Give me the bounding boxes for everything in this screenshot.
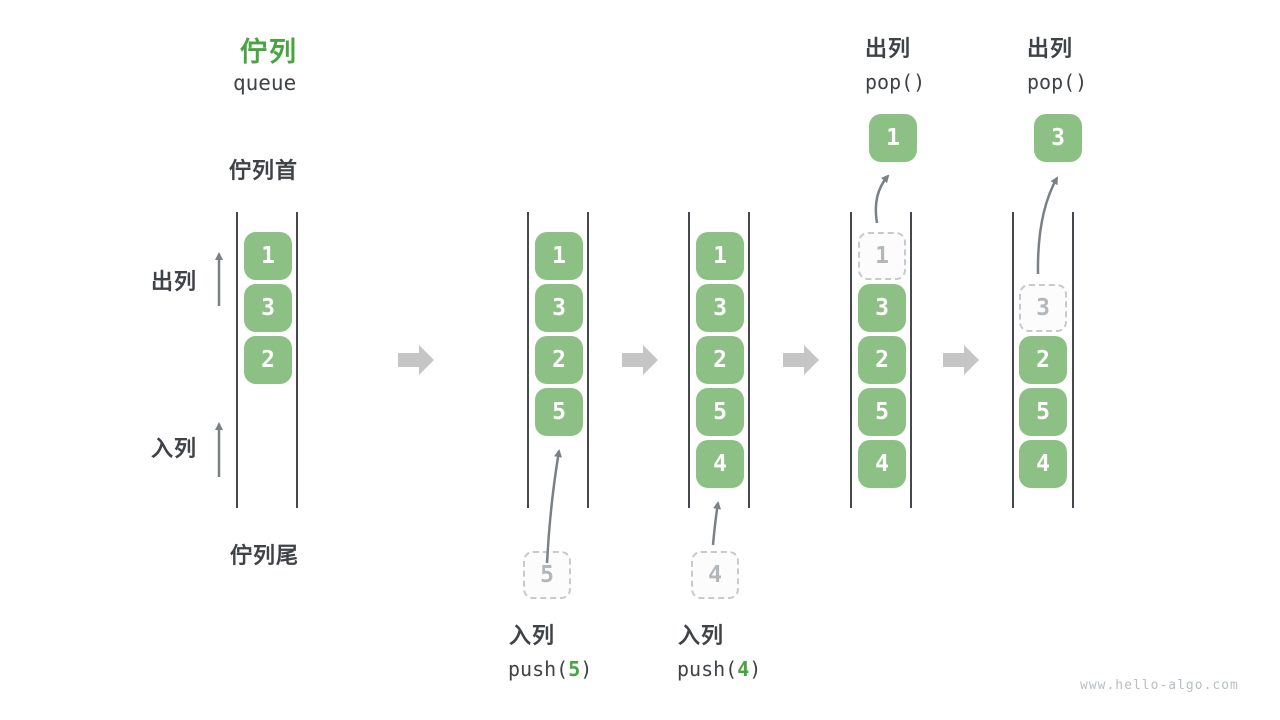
queue-rail <box>910 212 912 508</box>
page-subtitle: queue <box>233 71 297 95</box>
queue-rear-label: 佇列尾 <box>230 544 300 569</box>
dequeue-label: 出列 <box>151 270 198 295</box>
push5-code-after: ) <box>580 657 593 681</box>
staging-cell: 4 <box>691 551 739 599</box>
queue-cell: 3 <box>858 284 906 332</box>
queue-cell: 2 <box>244 336 292 384</box>
queue-cell-dashed: 3 <box>1019 284 1067 332</box>
queue-cell: 4 <box>696 440 744 488</box>
queue-cell: 5 <box>696 388 744 436</box>
pop-3-arrow-icon <box>1036 176 1059 275</box>
queue-rail <box>587 212 589 508</box>
queue-cell: 3 <box>696 284 744 332</box>
pop1-label: 出列 <box>865 37 912 62</box>
queue-rail <box>688 212 690 508</box>
queue-cell: 2 <box>696 336 744 384</box>
queue-cell: 2 <box>858 336 906 384</box>
pop2-code: pop() <box>1027 70 1088 94</box>
push4-code-before: push( <box>677 657 738 681</box>
queue-rail <box>296 212 298 508</box>
watermark: www.hello-algo.com <box>1080 678 1239 693</box>
step-arrow-icon <box>398 345 434 375</box>
queue-cell: 3 <box>244 284 292 332</box>
queue-rail <box>850 212 852 508</box>
pop1-code: pop() <box>865 70 926 94</box>
queue-cell: 4 <box>858 440 906 488</box>
step-arrow-icon <box>622 345 658 375</box>
push4-code-after: ) <box>749 657 762 681</box>
queue-cell: 5 <box>1019 388 1067 436</box>
popped-cell: 1 <box>869 114 917 162</box>
queue-rail <box>748 212 750 508</box>
push5-code: push(5) <box>508 657 592 681</box>
pop2-label: 出列 <box>1027 37 1074 62</box>
push4-label: 入列 <box>678 624 725 649</box>
push5-label: 入列 <box>509 624 556 649</box>
enqueue-label: 入列 <box>151 437 198 462</box>
queue-cell: 2 <box>535 336 583 384</box>
queue-cell: 3 <box>535 284 583 332</box>
queue-rail <box>527 212 529 508</box>
push-4-arrow-icon <box>711 501 722 546</box>
popped-cell: 3 <box>1034 114 1082 162</box>
push5-code-arg: 5 <box>568 657 581 681</box>
queue-rail <box>236 212 238 508</box>
push4-code-arg: 4 <box>737 657 750 681</box>
step-arrow-icon <box>783 345 819 375</box>
queue-cell: 5 <box>535 388 583 436</box>
queue-cell: 5 <box>858 388 906 436</box>
queue-cell: 1 <box>535 232 583 280</box>
queue-cell-dashed: 1 <box>858 232 906 280</box>
queue-front-label: 佇列首 <box>229 159 299 184</box>
queue-rail <box>1012 212 1014 508</box>
push-5-arrow-icon <box>545 449 562 564</box>
queue-cell: 4 <box>1019 440 1067 488</box>
staging-cell: 5 <box>523 551 571 599</box>
queue-rail <box>1072 212 1074 508</box>
push4-code: push(4) <box>677 657 761 681</box>
queue-cell: 1 <box>244 232 292 280</box>
step-arrow-icon <box>943 345 979 375</box>
page-title: 佇列 <box>240 37 298 68</box>
push5-code-before: push( <box>508 657 569 681</box>
pop-1-arrow-icon <box>874 174 890 224</box>
queue-cell: 1 <box>696 232 744 280</box>
queue-cell: 2 <box>1019 336 1067 384</box>
